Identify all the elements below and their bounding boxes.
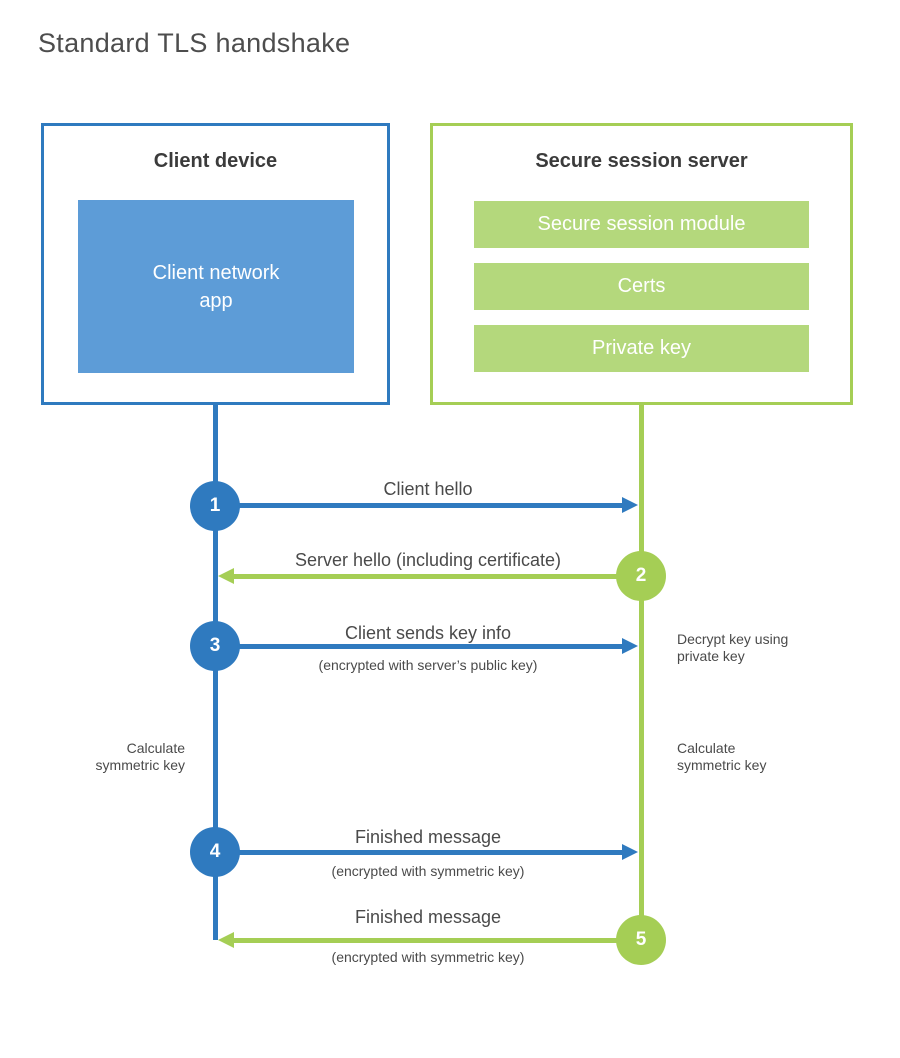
arrow-shaft — [215, 849, 624, 855]
arrowhead-right-icon — [622, 638, 638, 654]
client-device-box: Client device Client network app — [41, 123, 390, 405]
step-number: 5 — [635, 929, 647, 950]
arrowhead-right-icon — [622, 844, 638, 860]
step-number: 1 — [209, 495, 221, 516]
message-sublabel-encrypted-symmetric-1: (encrypted with symmetric key) — [331, 863, 525, 879]
arrow-finished-client — [215, 844, 638, 860]
message-label-client-hello: Client hello — [383, 479, 473, 499]
server-lifeline — [639, 405, 644, 938]
step-circle-2: 2 — [616, 551, 666, 601]
arrow-server-hello — [218, 568, 641, 584]
step-circle-5: 5 — [616, 915, 666, 965]
secure-session-server-title: Secure session server — [535, 150, 748, 172]
message-label-client-sends-key-info: Client sends key info — [344, 623, 512, 643]
note-calculate-symmetric-key-client: Calculate symmetric key — [95, 740, 185, 773]
arrow-client-sends-key-info — [215, 638, 638, 654]
step-number: 2 — [635, 565, 647, 586]
arrow-shaft — [232, 573, 641, 579]
arrow-finished-server — [218, 932, 641, 948]
arrowhead-left-icon — [218, 932, 234, 948]
arrow-shaft — [215, 502, 624, 508]
secure-session-server-box: Secure session server Secure session mod… — [430, 123, 853, 405]
step-number: 3 — [209, 635, 221, 656]
message-sublabel-encrypted-public-key: (encrypted with server’s public key) — [318, 657, 538, 673]
note-calculate-symmetric-key-server: Calculate symmetric key — [677, 740, 767, 773]
client-device-title: Client device — [153, 150, 278, 172]
note-decrypt-key: Decrypt key using private key — [677, 631, 789, 664]
step-circle-4: 4 — [190, 827, 240, 877]
message-label-finished-server: Finished message — [354, 907, 502, 927]
message-label-finished-client: Finished message — [354, 827, 502, 847]
step-number: 4 — [209, 841, 221, 862]
message-sublabel-encrypted-symmetric-2: (encrypted with symmetric key) — [331, 949, 525, 965]
message-label-server-hello: Server hello (including certificate) — [294, 550, 562, 570]
arrow-shaft — [215, 643, 624, 649]
server-module-secure-session-module: Secure session module — [474, 201, 809, 248]
step-circle-3: 3 — [190, 621, 240, 671]
server-module-certs: Certs — [474, 263, 809, 310]
arrowhead-right-icon — [622, 497, 638, 513]
step-circle-1: 1 — [190, 481, 240, 531]
arrowhead-left-icon — [218, 568, 234, 584]
server-module-private-key: Private key — [474, 325, 809, 372]
arrow-client-hello — [215, 497, 638, 513]
page-title: Standard TLS handshake — [38, 28, 351, 58]
client-lifeline — [213, 405, 218, 940]
arrow-shaft — [232, 937, 641, 943]
client-network-app-module: Client network app — [78, 200, 354, 373]
